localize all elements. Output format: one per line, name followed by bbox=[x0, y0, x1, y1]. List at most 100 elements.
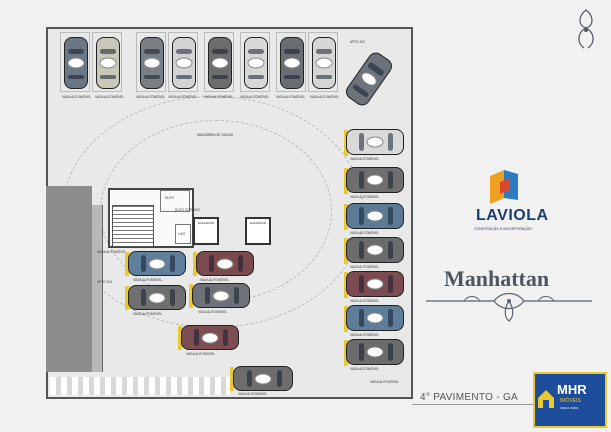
spot-label: VAGA AUTOMÓVEL bbox=[350, 333, 380, 337]
car-tag bbox=[366, 174, 384, 186]
parking-spot bbox=[240, 32, 270, 92]
laviola-tagline: CONSTRUÇÃO E INCORPORAÇÃO bbox=[474, 227, 532, 231]
ramp bbox=[46, 186, 92, 372]
car-tag bbox=[254, 373, 272, 384]
spot-label: VAGA AUTOMÓVEL bbox=[350, 231, 380, 235]
parking-spot bbox=[168, 32, 198, 92]
car bbox=[140, 37, 164, 89]
car-tag bbox=[201, 332, 219, 343]
car bbox=[346, 167, 404, 193]
spot-label: VAGA AUTOMÓVEL bbox=[200, 278, 230, 282]
unit-note: APTO 102 bbox=[350, 40, 365, 44]
car-tag bbox=[211, 57, 229, 69]
parking-spot bbox=[60, 32, 90, 92]
car bbox=[244, 37, 268, 89]
spot-label: VAGA AUTOMÓVEL bbox=[238, 392, 268, 396]
spot-label: VAGA AUTOMÓVEL bbox=[62, 95, 92, 99]
spot-label: VAGA AUTOMÓVEL bbox=[136, 95, 166, 99]
spot-marker bbox=[230, 367, 234, 391]
spot-label: VAGA AUTOMÓVEL bbox=[198, 310, 228, 314]
staircase bbox=[112, 205, 154, 247]
shaft bbox=[175, 224, 191, 244]
realty-name: MHR bbox=[557, 382, 587, 397]
car-tag bbox=[148, 258, 166, 269]
spot-label: VAGA AUTOMÓVEL bbox=[186, 352, 216, 356]
car bbox=[208, 37, 232, 89]
spot-label: VAGA AUTOMÓVEL bbox=[350, 367, 380, 371]
car bbox=[346, 237, 404, 263]
car-tag bbox=[366, 346, 384, 358]
elevator-label: ELEVADOR bbox=[197, 221, 215, 225]
spot-marker bbox=[125, 252, 129, 276]
car-tag bbox=[315, 57, 333, 69]
spot-label: VAGA AUTOMÓVEL bbox=[95, 95, 125, 99]
spot-label: VAGA AUTOMÓVEL bbox=[310, 95, 340, 99]
project-name: Manhattan bbox=[444, 266, 550, 291]
car-tag bbox=[67, 57, 85, 69]
spot-marker bbox=[125, 286, 129, 310]
house-icon bbox=[538, 390, 554, 408]
car bbox=[346, 305, 404, 331]
core-wall bbox=[160, 190, 190, 212]
unit-note: VAGA AUTOMÓVEL bbox=[97, 250, 127, 254]
spot-marker bbox=[193, 252, 197, 276]
elevator-2: ELEVADOR bbox=[245, 217, 271, 245]
car-tag bbox=[175, 57, 193, 69]
spot-marker bbox=[189, 284, 193, 308]
car bbox=[172, 37, 196, 89]
car-tag bbox=[99, 57, 117, 69]
spot-label: VAGA AUTOMÓVEL bbox=[168, 95, 198, 99]
parking-spot bbox=[92, 32, 122, 92]
spot-label: VAGA AUTOMÓVEL bbox=[133, 278, 163, 282]
car-tag bbox=[143, 57, 161, 69]
shaft-label: DUTO CORRIDO bbox=[175, 208, 200, 212]
unit-note: VAGA AUTOMÓVEL bbox=[370, 380, 400, 384]
spot-label: VAGA AUTOMÓVEL bbox=[133, 312, 163, 316]
laviola-name: LAVIOLA bbox=[476, 207, 549, 224]
spot-label: VAGA AUTOMÓVEL bbox=[350, 157, 380, 161]
pedestrian-crossing bbox=[50, 377, 230, 395]
plan-center-label: MANOBRA DE VAGAS bbox=[196, 133, 234, 137]
car-tag bbox=[216, 258, 234, 269]
realty-sub: IMÓVEIS bbox=[560, 398, 581, 404]
ornament-swirl-icon bbox=[578, 9, 594, 49]
car bbox=[192, 283, 250, 308]
car bbox=[64, 37, 88, 89]
spot-label: VAGA AUTOMÓVEL bbox=[276, 95, 306, 99]
car bbox=[346, 339, 404, 365]
car bbox=[196, 251, 254, 276]
car-tag bbox=[247, 57, 265, 69]
car-tag bbox=[283, 57, 301, 69]
car-tag bbox=[212, 290, 230, 301]
car bbox=[280, 37, 304, 89]
realty-note: CRECI J0001 bbox=[560, 406, 579, 410]
car-tag bbox=[366, 278, 384, 290]
car bbox=[346, 203, 404, 229]
car bbox=[346, 271, 404, 297]
laviola-logo-icon bbox=[490, 170, 518, 204]
shaft-label: DUTO bbox=[165, 196, 174, 200]
car bbox=[233, 366, 293, 391]
car bbox=[346, 129, 404, 155]
car-tag bbox=[366, 136, 384, 148]
car-tag bbox=[366, 312, 384, 324]
ramp-edge bbox=[92, 205, 103, 372]
footer-divider bbox=[412, 404, 552, 405]
car bbox=[96, 37, 120, 89]
mhr-logo: MHR IMÓVEIS CRECI J0001 bbox=[533, 372, 607, 428]
spot-label: VAGA AUTOMÓVEL bbox=[240, 95, 270, 99]
car-tag bbox=[366, 244, 384, 256]
parking-spot bbox=[308, 32, 338, 92]
spot-label: VAGA AUTOMÓVEL bbox=[350, 265, 380, 269]
spot-label: VAGA AUTOMÓVEL bbox=[350, 299, 380, 303]
ornament-divider-icon bbox=[426, 292, 592, 322]
car bbox=[181, 325, 239, 350]
parking-spot bbox=[276, 32, 306, 92]
spot-label: VAGA AUTOMÓVEL bbox=[350, 195, 380, 199]
car bbox=[128, 285, 186, 310]
parking-spot bbox=[204, 32, 234, 92]
car-tag bbox=[358, 69, 380, 89]
car bbox=[128, 251, 186, 276]
spot-label: VAGA AUTOMÓVEL bbox=[204, 95, 234, 99]
